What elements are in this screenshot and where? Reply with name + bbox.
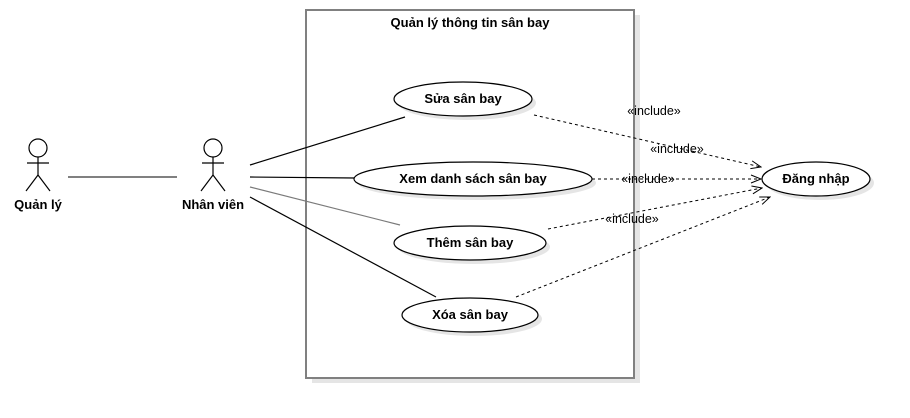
include-dependency (533, 114, 761, 167)
use-case-xem-danh-sach-san-bay[interactable]: Xem danh sách sân bay (353, 161, 596, 200)
use-case-label: Đăng nhập (782, 171, 849, 186)
actor-label: Nhân viên (182, 197, 244, 212)
association-line (249, 186, 401, 226)
association-line (249, 176, 356, 179)
stick-figure-icon (200, 138, 226, 192)
stick-figure-icon (25, 138, 51, 192)
association-line (249, 116, 406, 166)
system-title: Quản lý thông tin sân bay (391, 15, 551, 30)
use-case-xoa-san-bay[interactable]: Xóa sân bay (401, 297, 542, 336)
actor-quan-ly[interactable]: Quản lý (14, 138, 63, 212)
use-case-label: Xem danh sách sân bay (399, 171, 547, 186)
use-case-sua-san-bay[interactable]: Sửa sân bay (393, 81, 536, 120)
use-case-them-san-bay[interactable]: Thêm sân bay (393, 225, 550, 264)
use-case-label: Thêm sân bay (427, 235, 514, 250)
include-dependency (547, 188, 762, 230)
include-label: «include» (605, 212, 659, 226)
include-label: «include» (650, 142, 704, 156)
use-case-label: Sửa sân bay (424, 91, 502, 106)
include-label: «include» (627, 104, 681, 118)
use-case-label: Xóa sân bay (432, 307, 509, 322)
include-label: «include» (621, 172, 675, 186)
actor-label: Quản lý (14, 197, 62, 212)
use-case-dang-nhap[interactable]: Đăng nhập (761, 161, 874, 200)
association-line (249, 196, 437, 298)
actor-nhan-vien[interactable]: Nhân viên (182, 138, 244, 212)
